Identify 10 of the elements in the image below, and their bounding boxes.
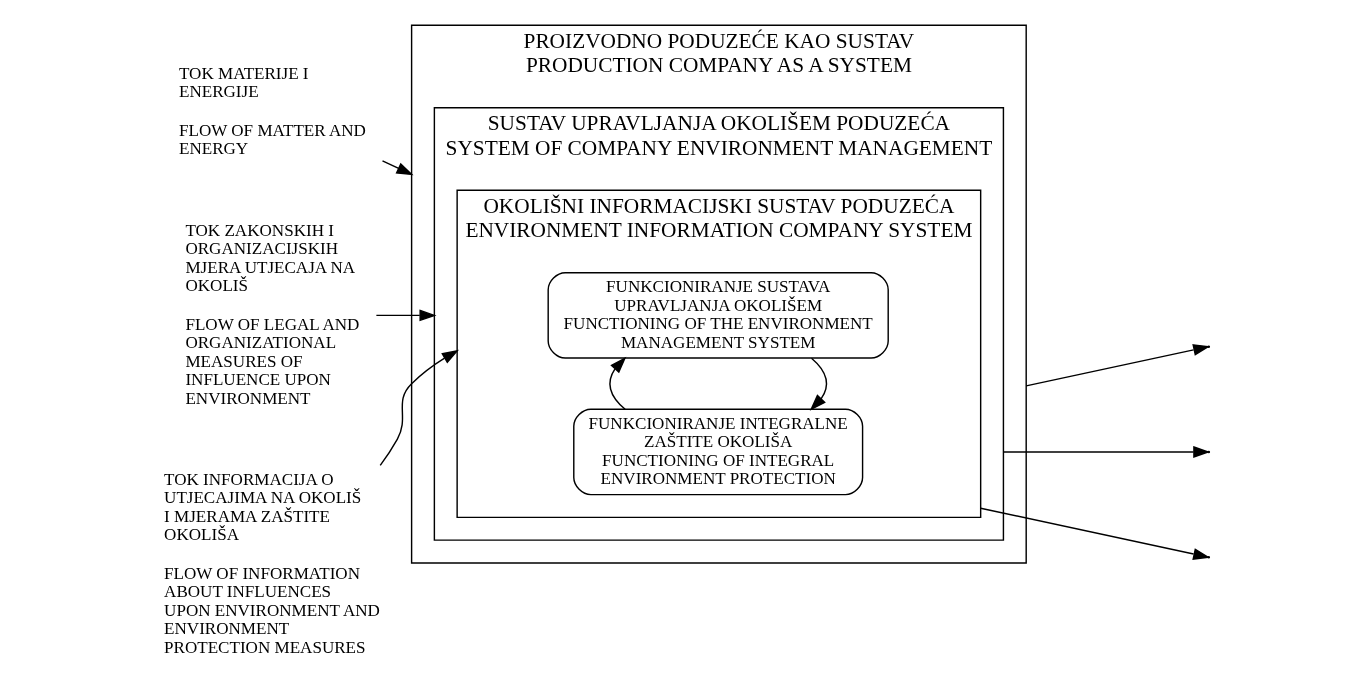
arrow (809, 357, 827, 411)
node-text: TOK MATERIJE I ENERGIJE FLOW OF MATTER AND ENERGY (178, 63, 366, 159)
node-box: FUNKCIONIRANJE INTEGRALNE ZAŠTITE OKOLIŠA FUNCTIONING OF INTEGRAL ENVIRONMENT PROTECTION (572, 408, 863, 496)
arrow (608, 356, 626, 410)
node-box: FUNKCIONIRANJE SUSTAVA UPRAVLJANJA OKOLIŠEM FUNCTIONING OF THE ENVIRONMENT MANAGEMENT SYSTEM (546, 272, 889, 359)
node-text: TOK ZAKONSKIH I ORGANIZACIJSKIH MJERA UTJECAJA NA OKOLIŠ FLOW OF LEGAL AND ORGANIZATIONAL MEASURES OF INFLUENCE UPON ENVIRONMENT (184, 220, 359, 408)
arrow (381, 160, 414, 176)
arrow (375, 309, 436, 322)
arrow (379, 349, 459, 467)
node-text: TOK INFORMACIJA O UTJECAJIMA NA OKOLIŠ I MJERAMA ZAŠTITE OKOLIŠA FLOW OF INFORMATION ABOUT INFLUENCES UPON ENVIRONMENT AND ENVIRONMENT PROTECTION MEASURES (163, 469, 380, 657)
